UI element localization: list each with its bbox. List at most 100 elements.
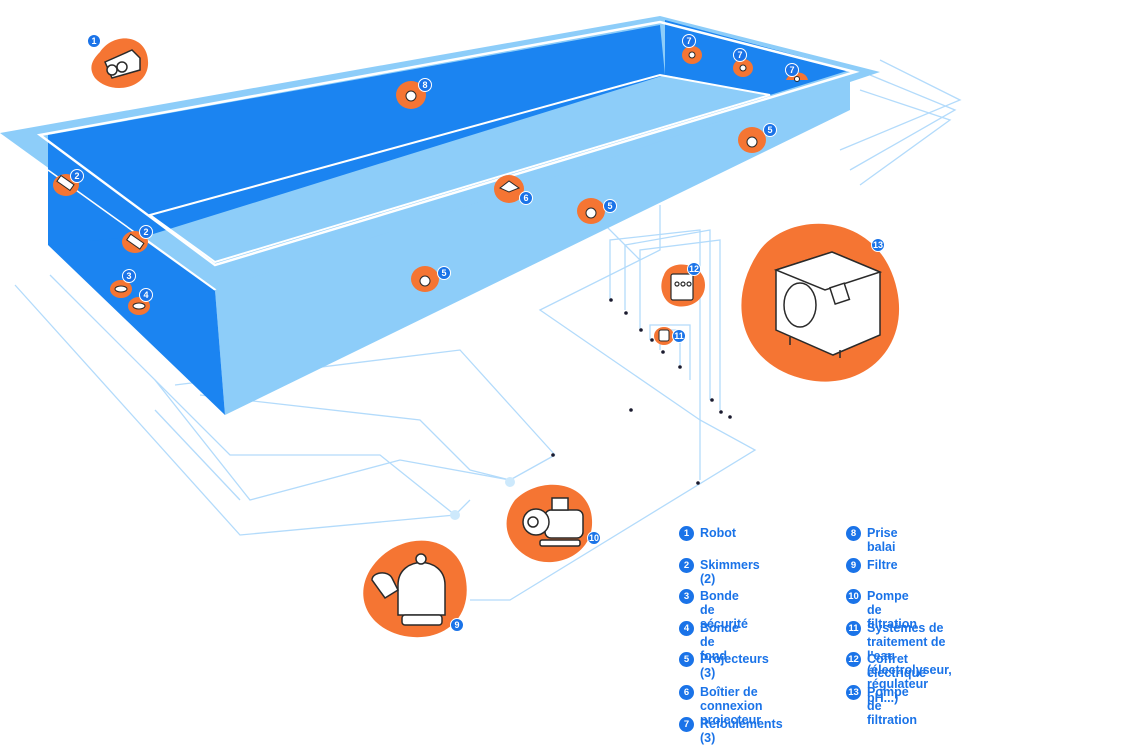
callout-tag-3: 3 [122, 269, 136, 283]
legend-label: Filtre [867, 558, 898, 572]
callout-vacuum-inlet [396, 81, 426, 109]
vacuum-inlet-icon [405, 90, 417, 102]
callout-tag-circle [785, 63, 799, 77]
callout-tag-circle [763, 123, 777, 137]
pool-water [48, 25, 665, 245]
legend-number: 11 [846, 621, 861, 636]
legend-label: Refoulements (3) [700, 717, 783, 745]
legend-number: 4 [679, 621, 694, 636]
pipe-connector [450, 510, 460, 520]
legend-label: Boîtier de connexion projecteur [700, 685, 763, 727]
callout-tag-number: 6 [523, 193, 528, 203]
callout-tag-circle [871, 238, 885, 252]
spotlight-icon [419, 275, 431, 287]
callout-safety-drain [110, 280, 132, 298]
skimmer-icon [126, 233, 145, 250]
legend-number: 13 [846, 685, 861, 700]
pool-coping [36, 20, 860, 267]
callout-tag-5: 5 [763, 123, 777, 137]
callout-tag-circle [139, 288, 153, 302]
callout-tag-circle [437, 266, 451, 280]
legend-item: 11 Systèmes de traitement de l'eau (élect… [846, 621, 952, 705]
robot-icon [104, 49, 141, 79]
callout-pump [506, 484, 593, 563]
callout-tag-13: 13 [871, 238, 885, 252]
callout-tag-circle [122, 269, 136, 283]
legend-item: 13 Pompe de filtration [846, 685, 917, 727]
callout-tag-circle [733, 48, 747, 62]
pool-deck [0, 16, 880, 292]
legend-number: 9 [846, 558, 861, 573]
skimmer-icon [56, 174, 75, 192]
callout-tag-number: 2 [143, 227, 148, 237]
callout-tag-circle [682, 34, 696, 48]
callout-tag-circle [672, 329, 686, 343]
callout-return-2 [733, 59, 753, 77]
legend-item: 6 Boîtier de connexion projecteur [679, 685, 763, 727]
callout-tag-number: 2 [74, 171, 79, 181]
callout-tag-4: 4 [139, 288, 153, 302]
callout-tag-7: 7 [682, 34, 696, 48]
return-inlet-icon [794, 76, 800, 82]
callout-tag-11: 11 [672, 329, 686, 343]
electrical-box-icon [670, 273, 694, 301]
callout-tag-circle [519, 191, 533, 205]
legend-number: 1 [679, 526, 694, 541]
callout-tag-circle [687, 262, 701, 276]
legend-label: Pompe de filtration [867, 685, 917, 727]
callout-tag-number: 12 [689, 264, 699, 274]
callout-tag-circle [87, 34, 101, 48]
callout-tag-number: 1 [91, 36, 96, 46]
callout-tag-10: 10 [587, 531, 601, 545]
pipe-junctions [551, 298, 732, 485]
callout-tag-1: 1 [87, 34, 101, 48]
legend-label: Bonde de sécurité [700, 589, 748, 631]
callout-spotlight-1 [411, 266, 439, 292]
callout-tag-circle [139, 225, 153, 239]
legend-label: Projecteurs (3) [700, 652, 769, 680]
callout-tag-number: 3 [126, 271, 131, 281]
callout-tag-8: 8 [418, 78, 432, 92]
callout-tag-number: 4 [143, 290, 148, 300]
legend-item: 9 Filtre [846, 558, 898, 573]
callout-tag-number: 7 [789, 65, 794, 75]
callout-spotlight-3 [738, 127, 766, 153]
treatment-icon [658, 329, 670, 342]
callout-return-1 [682, 46, 702, 64]
sand-filter-icon [371, 553, 446, 626]
callout-tag-2: 2 [139, 225, 153, 239]
spotlight-icon [585, 207, 597, 219]
legend-label: Skimmers (2) [700, 558, 760, 586]
callout-tag-circle [70, 169, 84, 183]
pipe-connector [505, 477, 515, 487]
legend-number: 6 [679, 685, 694, 700]
callout-treatment [654, 327, 674, 345]
legend-item: 2 Skimmers (2) [679, 558, 760, 586]
pump-icon [522, 497, 584, 547]
callout-heat-pump [741, 223, 900, 382]
callout-tag-number: 10 [589, 533, 599, 543]
callout-junction-box [494, 175, 524, 203]
callout-tag-12: 12 [687, 262, 701, 276]
callout-tag-circle [418, 78, 432, 92]
legend-label: Systèmes de traitement de l'eau (électro… [867, 621, 952, 705]
callout-tag-number: 5 [607, 201, 612, 211]
callout-tag-circle [603, 199, 617, 213]
callout-tag-number: 7 [686, 36, 691, 46]
heat-pump-icon [773, 251, 883, 358]
callout-tag-number: 13 [873, 240, 883, 250]
callout-tag-number: 5 [767, 125, 772, 135]
callout-tag-number: 5 [441, 268, 446, 278]
callout-tag-circle [587, 531, 601, 545]
legend-label: Pompe de filtration [867, 589, 917, 631]
callout-tag-number: 9 [454, 620, 459, 630]
legend-number: 12 [846, 652, 861, 667]
legend-number: 2 [679, 558, 694, 573]
callout-sand-filter [363, 540, 467, 638]
callout-tag-6: 6 [519, 191, 533, 205]
